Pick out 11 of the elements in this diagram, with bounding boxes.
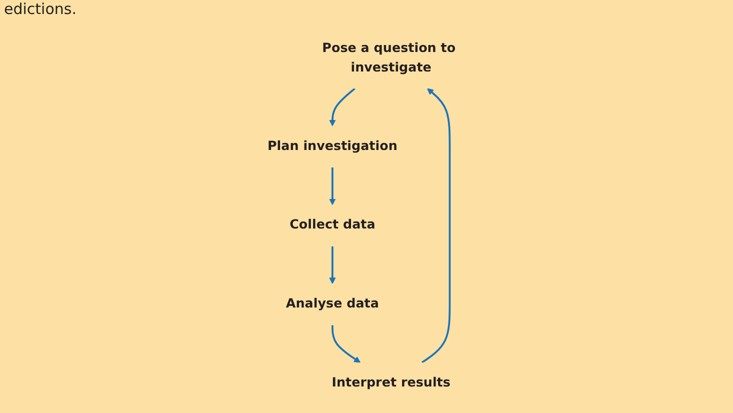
arrow xyxy=(331,325,360,363)
node-text: Plan investigation xyxy=(267,138,398,154)
node-text: Collect data xyxy=(289,217,376,232)
node-text: Analyse data xyxy=(286,296,379,312)
node-text: Interpret results xyxy=(332,375,450,390)
node-text: Pose a question to investigate xyxy=(322,40,456,75)
arrow xyxy=(421,88,450,364)
arrow xyxy=(328,246,336,284)
arrow xyxy=(328,88,356,126)
note-text: edictions. xyxy=(4,0,76,18)
arrow xyxy=(328,167,336,206)
